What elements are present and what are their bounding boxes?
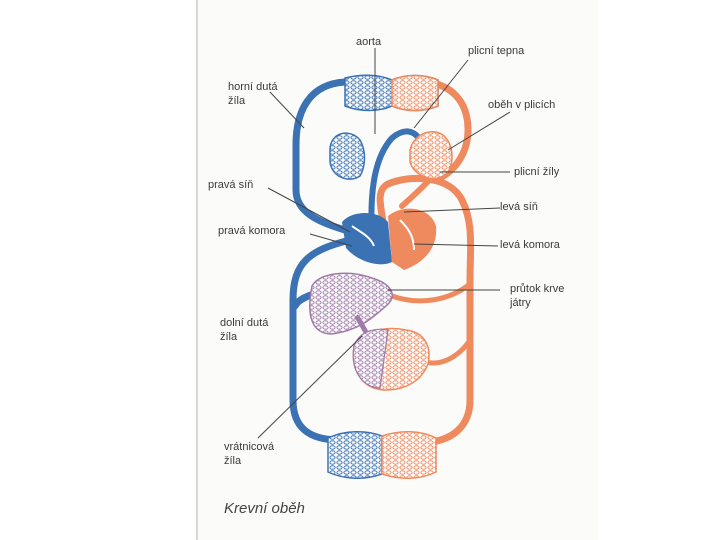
label-prava-sin: pravá síň (208, 179, 254, 191)
capillary-nets (309, 74, 453, 479)
page-edge (196, 0, 198, 540)
label-leva-sin: levá síň (500, 201, 538, 213)
right-heart (342, 213, 392, 265)
lower-body-net (327, 431, 383, 479)
lung-net-left (329, 132, 366, 180)
label-obeh-v-plicich: oběh v plicích (488, 99, 556, 111)
strevni-tepna-vessel (423, 337, 473, 366)
horni-duta-zila-vessel (292, 78, 349, 234)
label-dolni-duta-zila: dolní dutá žíla (220, 317, 269, 343)
label-leva-komora: levá komora (500, 239, 560, 251)
heart (342, 208, 437, 270)
label-vratnicova-zila: vrátnicová žíla (224, 441, 275, 467)
dolni-duta-zila-vessel (289, 236, 354, 444)
label-plicni-tepna: plicní tepna (468, 45, 525, 57)
label-prutok-krve-jatry: průtok krve játry (510, 283, 565, 309)
jaterni-tepna-vessel (389, 281, 473, 304)
plicni-tepna-vessel (368, 128, 423, 241)
leader-lines (257, 48, 511, 439)
liver-net (309, 272, 393, 335)
arterial-vessels (376, 78, 475, 446)
label-horni-duta-zila: horní dutá žíla (228, 81, 278, 107)
portal-vein-vessel (354, 314, 369, 334)
label-prava-komora: pravá komora (218, 225, 286, 237)
aorta-vessel (376, 174, 475, 446)
label-plicni-zily: plicní žíly (514, 166, 560, 178)
lung-net-right (409, 131, 453, 180)
aorta-head-vessel (421, 78, 472, 182)
caption: Krevní oběh (224, 500, 305, 517)
label-aorta: aorta (356, 36, 382, 48)
